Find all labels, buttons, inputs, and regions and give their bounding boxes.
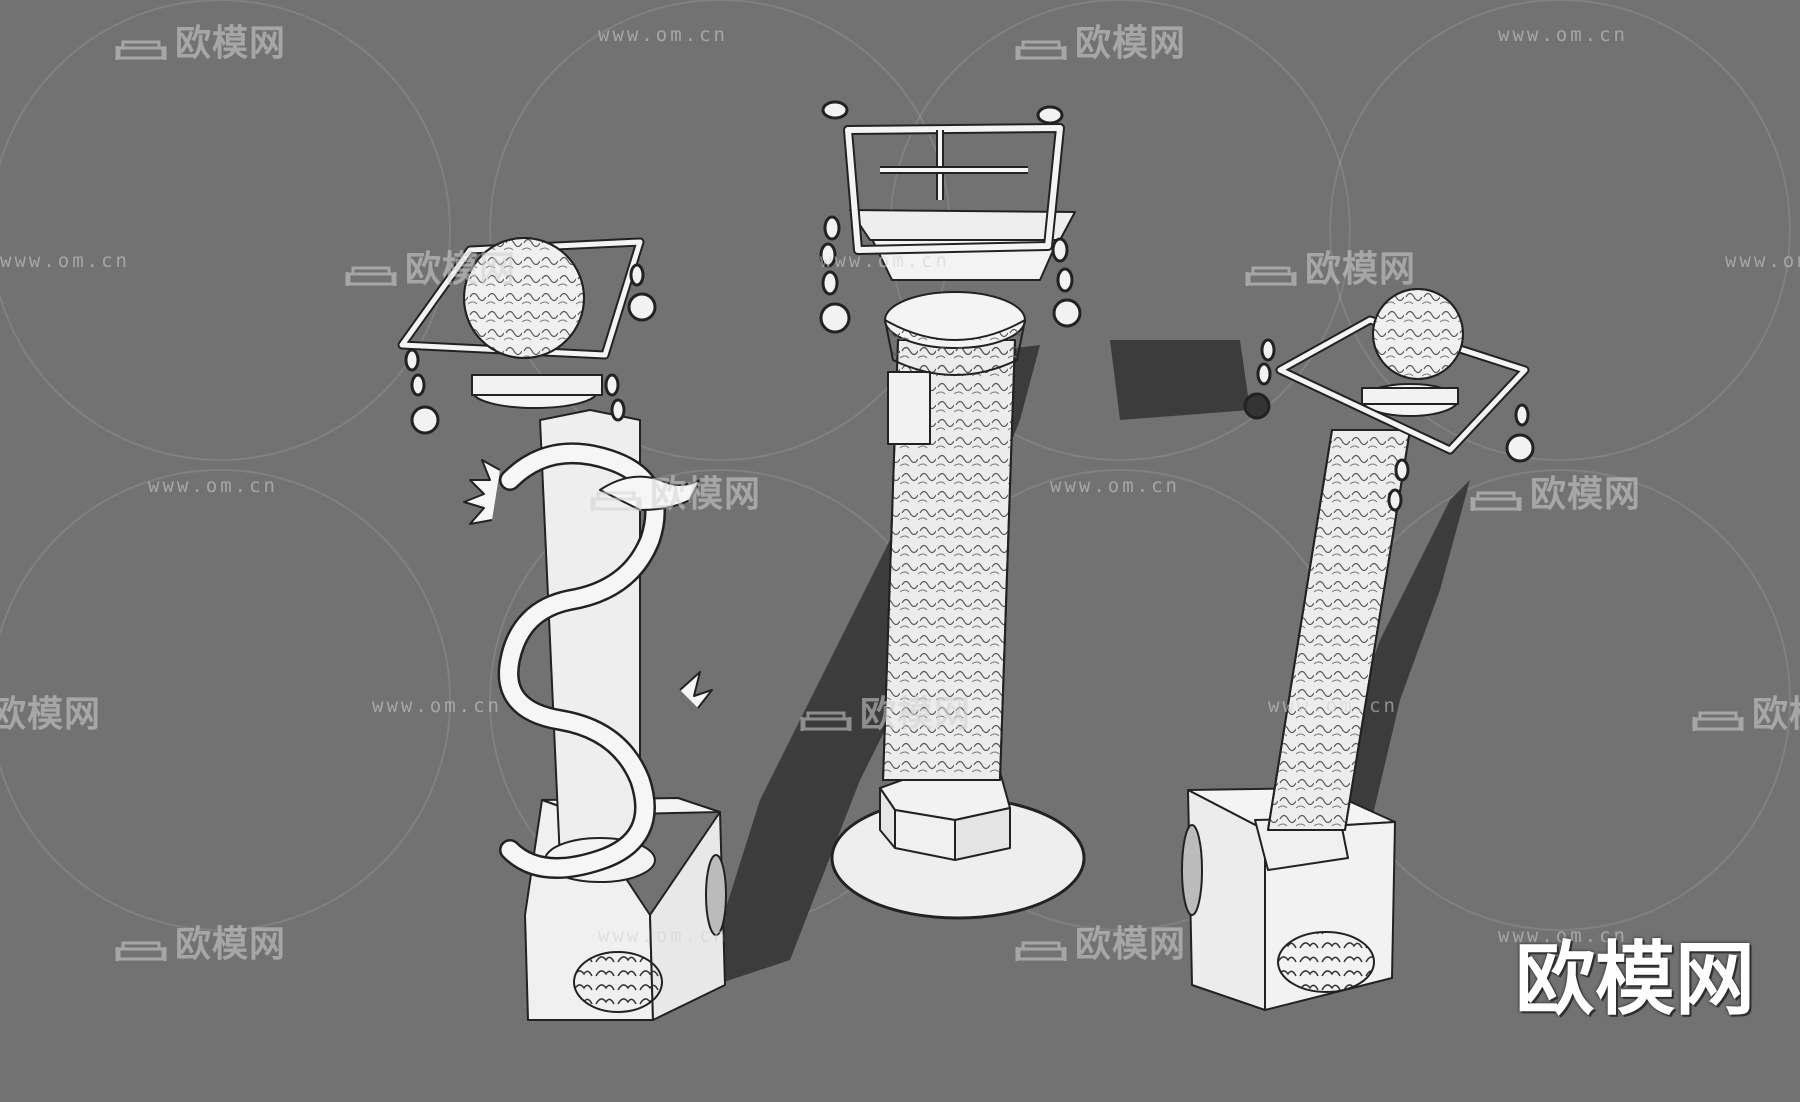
center-carved-column [819,100,1086,920]
right-base-medallion [1277,931,1375,993]
right-frame [1275,315,1530,455]
center-chains [819,100,1082,334]
left-dragon-column [397,237,727,1021]
center-frame [843,123,1065,255]
right-flame-column [1181,288,1535,1011]
brand-logo-text: 欧模网 [1515,933,1755,1026]
left-chains [404,263,657,435]
left-base-medallion [573,951,663,1013]
left-dragon [463,442,713,879]
right-chains [1243,338,1535,512]
